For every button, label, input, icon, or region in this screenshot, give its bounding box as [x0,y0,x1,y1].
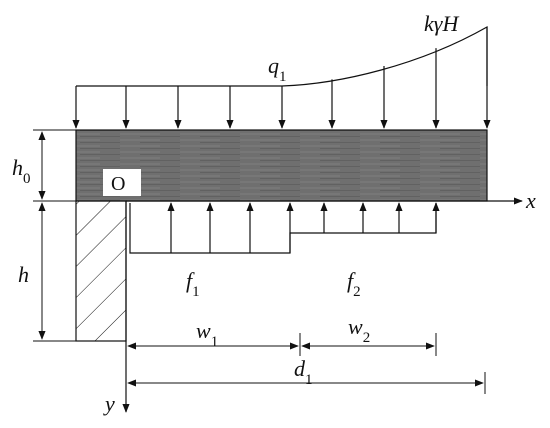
h0-label: h0 [12,155,31,187]
w1-label: w1 [196,318,218,350]
beam [75,129,488,202]
origin-label: O [111,173,125,195]
y-axis-label: y [103,391,115,416]
w2-label: w2 [348,314,370,346]
bottom-reactions [129,202,440,254]
d1-dimension [127,372,486,394]
reaction-arrows [167,202,440,253]
top-load-arrows [72,27,491,129]
origin-marker: O [103,169,141,196]
k-gamma-h-label: kγH [424,11,459,36]
top-load-outline [76,25,488,87]
h-label: h [18,262,29,287]
reaction-outline [129,203,437,254]
support-wall [75,200,127,342]
h-dimension [33,202,76,342]
f2-label: f2 [347,268,361,300]
top-load [72,25,491,129]
d1-label: d1 [294,356,313,388]
h0-dimension [33,129,76,202]
q1-label: q1 [268,53,287,85]
w-dimension [127,333,437,356]
x-axis-label: x [525,188,536,213]
f1-label: f1 [186,268,200,300]
